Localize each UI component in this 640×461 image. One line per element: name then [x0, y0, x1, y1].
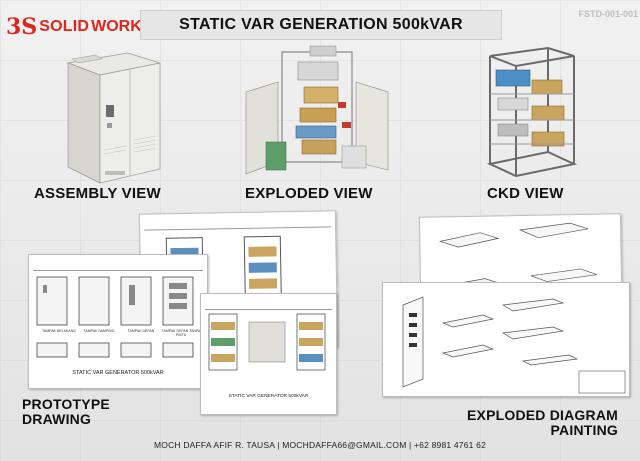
label-tampak-samping: TAMPAK SAMPING: [83, 329, 115, 333]
painting-label-line1: EXPLODED DIAGRAM: [467, 407, 618, 423]
prototype-drawing-label: PROTOTYPE DRAWING: [22, 397, 110, 427]
prototype-sheet-right: STATIC VAR GENERATOR 500kVAR: [200, 293, 337, 415]
document-code: FSTD-001-001: [578, 9, 638, 19]
author-footer: MOCH DAFFA AFIF R. TAUSA | MOCHDAFFA66@G…: [154, 440, 486, 450]
painting-label-line2: PAINTING: [550, 422, 618, 438]
assembly-cabinet-render: [66, 52, 161, 184]
title-banner: STATIC VAR GENERATION 500kVAR: [140, 10, 502, 40]
prototype-label-line1: PROTOTYPE: [22, 396, 110, 412]
label-tampak-depan-tanpa-pintu: TAMPAK DEPAN TANPA PINTU: [161, 329, 201, 337]
painting-sheet-front: [382, 282, 630, 397]
exploded-view-label: EXPLODED VIEW: [245, 185, 373, 202]
assembly-view-label: ASSEMBLY VIEW: [34, 185, 161, 202]
ckd-frame-render: [486, 46, 578, 178]
painting-front-parts: [402, 296, 626, 394]
prototype-front-views: [36, 276, 194, 358]
page-title: STATIC VAR GENERATION 500kVAR: [179, 16, 463, 33]
ckd-view-label: CKD VIEW: [487, 185, 564, 202]
exploded-cabinet-render: [245, 45, 389, 175]
sheet1-title: STATIC VAR GENERATOR 500kVAR: [72, 370, 164, 376]
logo-word-works: WORKS: [91, 18, 153, 35]
prototype-label-line2: DRAWING: [22, 411, 92, 427]
label-tampak-belakang: TAMPAK BELAKANG: [42, 329, 76, 333]
logo-word-solid: SOLID: [39, 18, 90, 35]
logo-mark: 3S: [6, 14, 38, 40]
exploded-diagram-painting-label: EXPLODED DIAGRAM PAINTING: [436, 408, 618, 438]
prototype-right-renders: [208, 313, 326, 371]
prototype-sheet-front: TAMPAK BELAKANG TAMPAK SAMPING TAMPAK DE…: [28, 254, 208, 389]
sheet2-title: STATIC VAR GENERATOR 500kVAR: [228, 394, 309, 399]
label-tampak-depan: TAMPAK DEPAN: [127, 329, 155, 333]
